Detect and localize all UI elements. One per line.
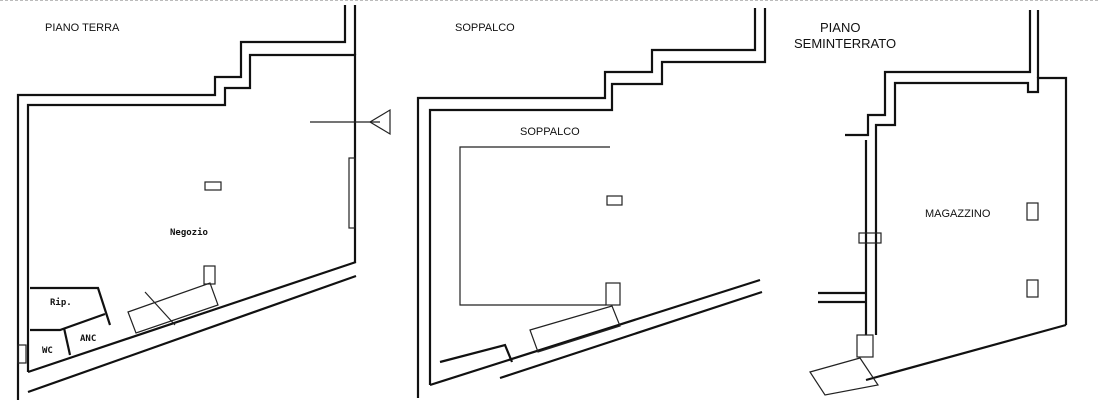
room-label-magazzino: MAGAZZINO [925, 208, 991, 220]
room-label-wc: WC [42, 346, 53, 356]
plan-title-piano: PIANO [820, 20, 861, 35]
plan-piano-terra [16, 5, 391, 400]
room-label-rip: Rip. [50, 298, 72, 308]
page-border [0, 0, 1098, 1]
plan-title-seminterrato: SEMINTERRATO [794, 36, 897, 51]
plan-seminterrato [809, 10, 1068, 396]
room-label-soppalco: SOPPALCO [520, 126, 580, 138]
plan-title-piano-terra: PIANO TERRA [45, 22, 120, 34]
room-label-negozio: Negozio [170, 228, 208, 238]
room-label-anc: ANC [80, 334, 97, 344]
plan-title-soppalco: SOPPALCO [455, 22, 515, 34]
plan-soppalco [416, 8, 767, 398]
